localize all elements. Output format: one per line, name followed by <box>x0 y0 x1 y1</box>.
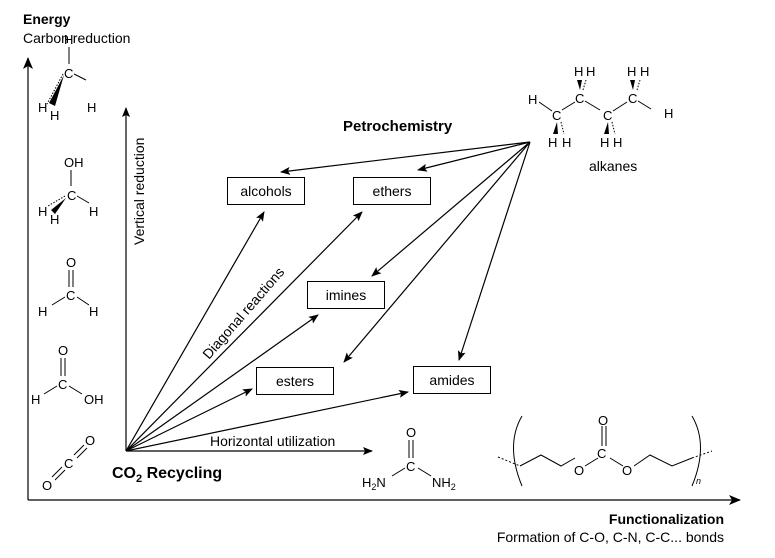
vertical-reduction-label: Vertical reduction <box>131 138 147 245</box>
svg-text:H: H <box>89 304 98 319</box>
diagonal-reactions-label: Diagonal reactions <box>199 264 287 362</box>
svg-text:H: H <box>38 204 47 219</box>
alkane-structure: H C H H C H H C H H C H H H alkanes <box>528 64 673 174</box>
svg-text:H: H <box>89 204 98 219</box>
svg-text:H: H <box>627 64 636 79</box>
svg-text:O: O <box>598 413 608 428</box>
svg-text:O: O <box>574 463 584 478</box>
svg-text:C: C <box>64 66 73 81</box>
formaldehyde-structure: O C H H <box>38 255 98 319</box>
svg-text:H: H <box>528 92 537 107</box>
svg-text:H: H <box>562 135 571 150</box>
y-axis-title: Energy <box>23 11 71 27</box>
svg-text:C: C <box>66 288 75 303</box>
svg-text:H: H <box>64 32 73 47</box>
product-box-ethers: ethers <box>353 177 431 205</box>
svg-text:H: H <box>50 108 59 123</box>
svg-text:H: H <box>600 135 609 150</box>
svg-text:C: C <box>628 91 637 106</box>
svg-text:H: H <box>613 135 622 150</box>
svg-text:C: C <box>552 108 561 123</box>
petro-to-imines-arrow <box>371 141 531 277</box>
petrochemistry-label: Petrochemistry <box>343 118 453 135</box>
svg-text:O: O <box>66 255 76 270</box>
product-box-esters: esters <box>256 367 334 395</box>
svg-text:H: H <box>640 64 649 79</box>
product-label: imines <box>326 287 366 303</box>
svg-text:O: O <box>85 433 95 448</box>
svg-text:n: n <box>696 476 701 486</box>
y-axis-subtitle: Carbon reduction <box>23 30 130 46</box>
co2-to-amides-arrow <box>125 389 409 452</box>
x-axis-title: Functionalization <box>609 511 724 527</box>
co2-recycling-label: CO2 Recycling <box>112 465 222 485</box>
svg-text:H2N: H2N <box>362 475 386 492</box>
svg-text:H: H <box>38 304 47 319</box>
formic-acid-structure: O C H OH <box>31 343 104 407</box>
petro-to-esters-arrow <box>343 141 531 363</box>
svg-text:H: H <box>586 64 595 79</box>
product-label: esters <box>276 373 314 389</box>
product-label: alcohols <box>240 183 291 199</box>
svg-text:H: H <box>38 100 47 115</box>
product-box-amides: amides <box>413 366 491 394</box>
svg-text:H: H <box>664 106 673 121</box>
co2-to-alcohols-arrow <box>125 211 265 452</box>
svg-text:H: H <box>87 100 96 115</box>
co2-to-ethers-arrow <box>125 211 363 452</box>
svg-text:C: C <box>67 188 76 203</box>
svg-text:H: H <box>31 392 40 407</box>
svg-text:C: C <box>597 446 606 461</box>
product-box-imines: imines <box>307 281 385 309</box>
svg-text:OH: OH <box>84 392 104 407</box>
svg-text:OH: OH <box>64 155 84 170</box>
petro-to-ethers-arrow <box>417 141 531 172</box>
carbon-dioxide-structure: O C O <box>42 433 95 493</box>
co2-to-imines-arrow <box>125 314 319 452</box>
svg-text:NH2: NH2 <box>432 475 456 492</box>
methane-structure: H C H H H <box>38 32 96 123</box>
product-label: ethers <box>373 183 412 199</box>
product-box-alcohols: alcohols <box>227 177 305 205</box>
svg-text:O: O <box>622 463 632 478</box>
x-axis-subtitle: Formation of C-O, C-N, C-C... bonds <box>497 529 724 545</box>
methanol-structure: OH C H H H <box>38 155 98 227</box>
svg-text:C: C <box>603 108 612 123</box>
svg-text:H: H <box>574 64 583 79</box>
product-label: amides <box>429 372 474 388</box>
svg-text:O: O <box>42 478 52 493</box>
svg-text:H: H <box>50 212 59 227</box>
svg-text:C: C <box>64 456 73 471</box>
svg-text:O: O <box>58 343 68 358</box>
svg-text:H: H <box>548 135 557 150</box>
co2-to-esters-arrow <box>125 388 253 452</box>
petro-to-amides-arrow <box>457 141 531 361</box>
svg-text:C: C <box>575 91 584 106</box>
alkanes-label: alkanes <box>589 158 637 174</box>
svg-text:O: O <box>406 425 416 440</box>
urea-structure: O C H2N NH2 <box>362 425 456 492</box>
petro-to-alcohols-arrow <box>280 141 531 175</box>
polycarbonate-structure: O C O O n <box>497 413 713 487</box>
svg-text:C: C <box>406 459 415 474</box>
horizontal-utilization-label: Horizontal utilization <box>210 433 335 449</box>
svg-text:C: C <box>58 377 67 392</box>
